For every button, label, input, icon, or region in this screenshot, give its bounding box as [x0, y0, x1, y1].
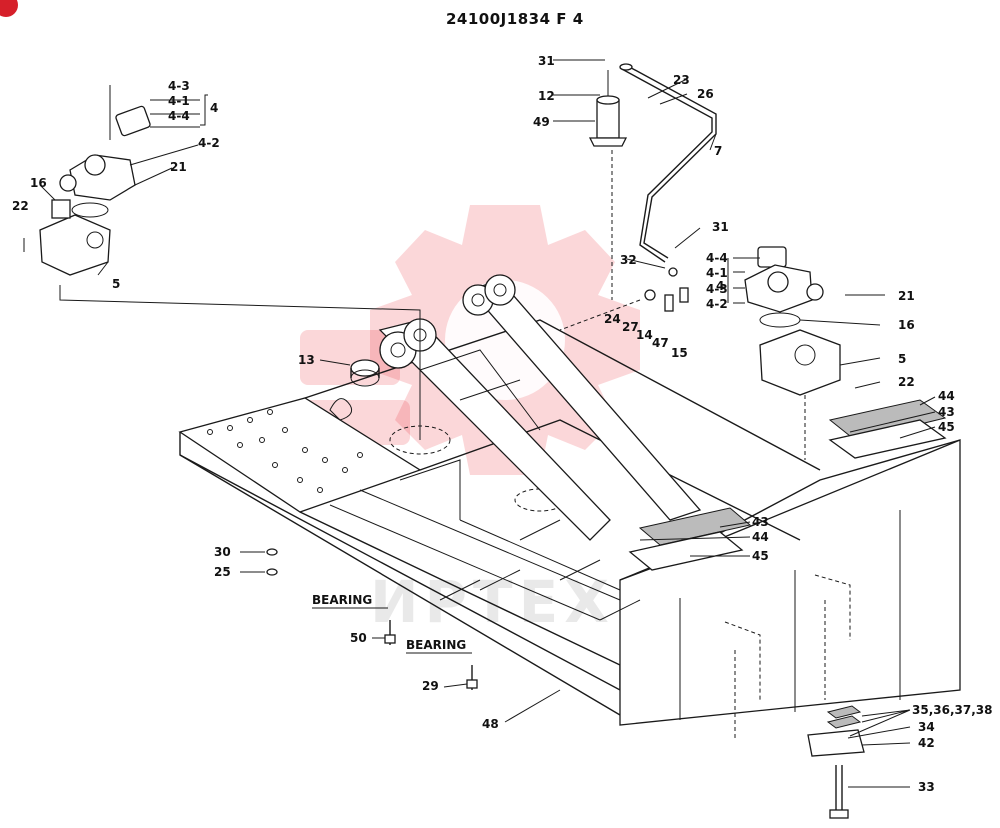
callout-4-4a: 4-4 — [168, 109, 190, 123]
callout-4-3b: 4-3 — [706, 282, 728, 296]
shims-35 — [807, 705, 865, 757]
callout-4-1a: 4-1 — [168, 94, 190, 108]
callout-29: 29 — [422, 679, 439, 693]
callout-14: 14 — [636, 328, 653, 342]
callout-43a: 43 — [938, 405, 955, 419]
callout-50: 50 — [350, 631, 367, 645]
callout-43b: 43 — [752, 515, 769, 529]
bolt-29 — [466, 665, 478, 690]
watermark-text: ИРТЕХ — [370, 568, 615, 636]
fittings — [559, 150, 689, 331]
callout-4-1b: 4-1 — [706, 266, 728, 280]
callout-44b: 44 — [752, 530, 769, 544]
callout-4-2b: 4-2 — [706, 297, 728, 311]
callout-5b: 5 — [898, 352, 906, 366]
pipe-7 — [619, 63, 717, 263]
corner-badge — [0, 0, 18, 17]
callout-21a: 21 — [170, 160, 187, 174]
cylinder-49 — [588, 70, 628, 147]
boom-arms — [378, 274, 702, 541]
callout-25: 25 — [214, 565, 231, 579]
callout-47: 47 — [652, 336, 669, 350]
bushing-13 — [329, 359, 380, 421]
leader-lines — [39, 59, 936, 788]
callout-45b: 45 — [752, 549, 769, 563]
callout-5a: 5 — [112, 277, 120, 291]
callout-34: 34 — [918, 720, 935, 734]
bearing-label-1: BEARING — [312, 593, 372, 607]
callout-32: 32 — [620, 253, 637, 267]
callout-7: 7 — [714, 144, 722, 158]
callout-13: 13 — [298, 353, 315, 367]
washer-30 — [266, 548, 278, 576]
callout-26: 26 — [697, 87, 714, 101]
callout-4-3a: 4-3 — [168, 79, 190, 93]
callout-35-38: 35,36,37,38 — [912, 703, 992, 717]
callout-45a: 45 — [938, 420, 955, 434]
callout-labels: 31 12 49 23 26 7 31 32 24 27 14 47 15 4-… — [12, 54, 992, 794]
callout-49: 49 — [533, 115, 550, 129]
callout-31b: 31 — [712, 220, 729, 234]
callout-22b: 22 — [898, 375, 915, 389]
bearing-label-2: BEARING — [406, 638, 466, 652]
bolt-50 — [384, 620, 396, 645]
callout-27: 27 — [622, 320, 639, 334]
callout-33: 33 — [918, 780, 935, 794]
callout-30: 30 — [214, 545, 231, 559]
callout-44a: 44 — [938, 389, 955, 403]
valve-assembly-right — [744, 246, 841, 460]
callout-4b: 4 — [716, 279, 724, 293]
callout-31a: 31 — [538, 54, 555, 68]
callout-23: 23 — [673, 73, 690, 87]
callout-4-4b: 4-4 — [706, 251, 728, 265]
callout-15: 15 — [671, 346, 688, 360]
bolt-33 — [829, 765, 849, 819]
callout-48: 48 — [482, 717, 499, 731]
callout-16a: 16 — [30, 176, 47, 190]
callout-4a: 4 — [210, 101, 218, 115]
main-frame — [178, 319, 961, 740]
callout-24: 24 — [604, 312, 621, 326]
callout-16b: 16 — [898, 318, 915, 332]
valve-assembly-left — [23, 105, 151, 276]
callout-22a: 22 — [12, 199, 29, 213]
callout-12: 12 — [538, 89, 555, 103]
callout-42: 42 — [918, 736, 935, 750]
bolt-holes — [207, 409, 363, 493]
callout-21b: 21 — [898, 289, 915, 303]
callout-4-2a: 4-2 — [198, 136, 220, 150]
drawing-number: 24100J1834 F 4 — [446, 10, 584, 28]
